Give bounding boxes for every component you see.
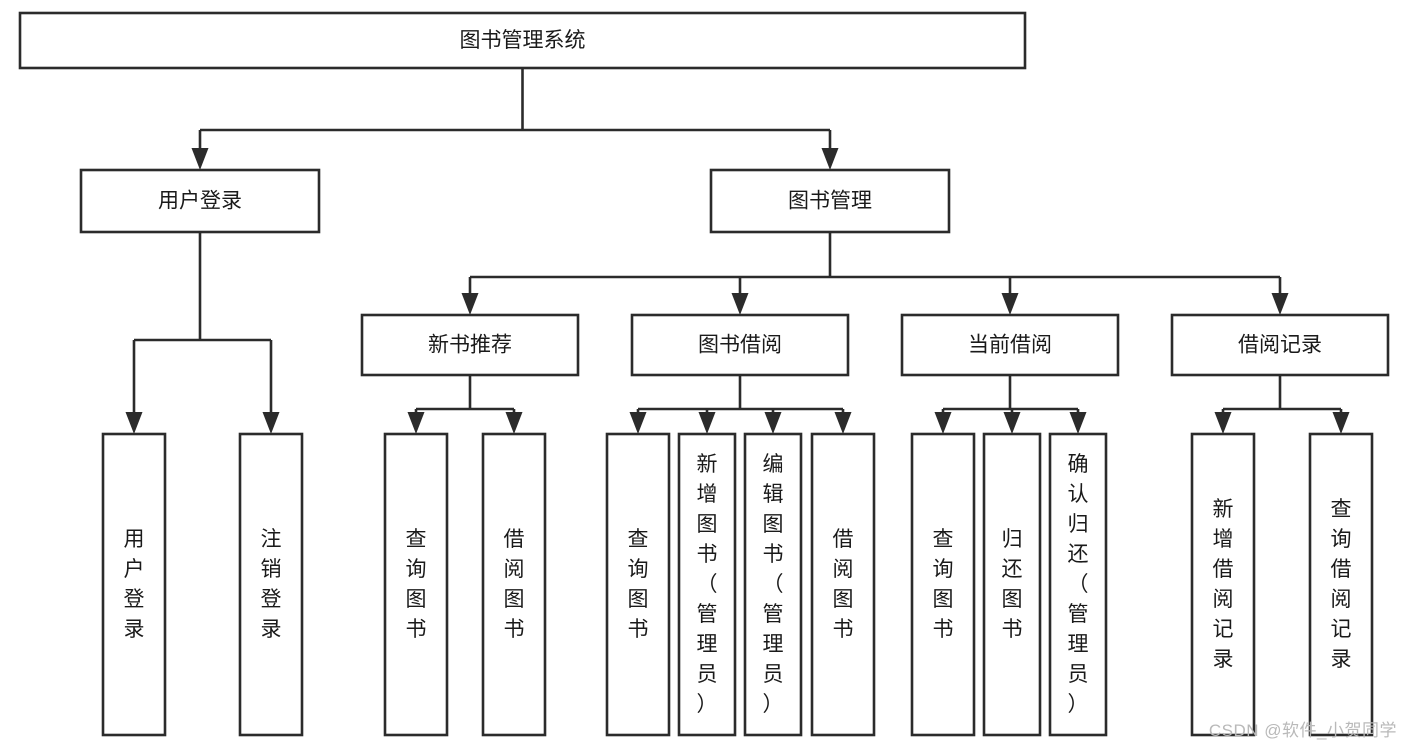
node-box — [383, 432, 449, 737]
node-label: 新书推荐 — [428, 334, 512, 357]
node-label: 新增图书（管理员） — [697, 453, 718, 716]
node-label: 当前借阅 — [968, 334, 1052, 357]
node-label: 借阅记录 — [1238, 334, 1322, 357]
arrow-head-icon — [125, 412, 143, 434]
arrow-head-icon — [505, 412, 523, 434]
node-box — [1190, 432, 1256, 737]
arrow-head-icon — [1214, 412, 1232, 434]
node-new-book-rec[interactable]: 新书推荐 — [360, 313, 580, 377]
node-label: 新增借阅记录 — [1213, 498, 1234, 671]
arrow-head-icon — [698, 412, 716, 434]
arrow-head-icon — [834, 412, 852, 434]
arrow-head-icon — [731, 293, 749, 315]
node-box — [481, 432, 547, 737]
arrow-head-icon — [1271, 293, 1289, 315]
node-leaf-edit-book[interactable]: 编辑图书（管理员） — [743, 432, 803, 737]
node-leaf-user-login[interactable]: 用户登录 — [101, 432, 167, 737]
node-label: 编辑图书（管理员） — [763, 453, 784, 716]
node-leaf-return-book[interactable]: 归还图书 — [982, 432, 1042, 737]
node-leaf-query-book-c[interactable]: 查询图书 — [910, 432, 976, 737]
node-box — [101, 432, 167, 737]
node-box — [982, 432, 1042, 737]
node-box — [743, 432, 803, 737]
node-box — [900, 313, 1120, 377]
node-label: 查询图书 — [628, 528, 649, 641]
node-label: 确认归还（管理员） — [1068, 453, 1089, 716]
node-borrow-record[interactable]: 借阅记录 — [1170, 313, 1390, 377]
node-leaf-query-record[interactable]: 查询借阅记录 — [1308, 432, 1374, 737]
node-leaf-query-book-a[interactable]: 查询图书 — [383, 432, 449, 737]
node-box — [605, 432, 671, 737]
node-label: 图书管理系统 — [460, 29, 586, 52]
node-box — [1048, 432, 1108, 737]
arrow-head-icon — [461, 293, 479, 315]
node-box — [1170, 313, 1390, 377]
arrow-head-icon — [821, 148, 839, 170]
node-book-manage[interactable]: 图书管理 — [709, 168, 951, 234]
arrow-head-icon — [764, 412, 782, 434]
node-leaf-user-logout[interactable]: 注销登录 — [238, 432, 304, 737]
node-label: 查询借阅记录 — [1331, 498, 1352, 671]
node-box — [810, 432, 876, 737]
node-box — [630, 313, 850, 377]
node-root[interactable]: 图书管理系统 — [18, 11, 1027, 70]
node-leaf-confirm-return[interactable]: 确认归还（管理员） — [1048, 432, 1108, 737]
node-label: 借阅图书 — [504, 528, 525, 641]
node-leaf-borrow-book-b[interactable]: 借阅图书 — [810, 432, 876, 737]
node-box — [360, 313, 580, 377]
node-leaf-add-book[interactable]: 新增图书（管理员） — [677, 432, 737, 737]
node-label: 注销登录 — [261, 528, 282, 641]
watermark-label: CSDN @软件_小贺同学 — [1208, 721, 1397, 740]
node-box — [79, 168, 321, 234]
node-label: 图书管理 — [788, 190, 872, 213]
node-label: 借阅图书 — [833, 528, 854, 641]
node-box — [677, 432, 737, 737]
arrow-head-icon — [191, 148, 209, 170]
arrow-head-icon — [629, 412, 647, 434]
node-current-borrow[interactable]: 当前借阅 — [900, 313, 1120, 377]
node-label: 查询图书 — [933, 528, 954, 641]
node-label: 归还图书 — [1002, 528, 1023, 641]
node-layer: 图书管理系统用户登录图书管理新书推荐图书借阅当前借阅借阅记录用户登录注销登录查询… — [18, 11, 1390, 737]
node-box — [1308, 432, 1374, 737]
node-label: 查询图书 — [406, 528, 427, 641]
node-box — [709, 168, 951, 234]
arrow-head-icon — [934, 412, 952, 434]
arrow-head-icon — [1069, 412, 1087, 434]
node-label: 用户登录 — [124, 528, 145, 641]
node-leaf-query-book-b[interactable]: 查询图书 — [605, 432, 671, 737]
arrow-head-icon — [262, 412, 280, 434]
node-book-borrow[interactable]: 图书借阅 — [630, 313, 850, 377]
node-label: 用户登录 — [158, 190, 242, 213]
arrow-head-icon — [407, 412, 425, 434]
node-box — [910, 432, 976, 737]
node-label: 图书借阅 — [698, 334, 782, 357]
node-leaf-add-record[interactable]: 新增借阅记录 — [1190, 432, 1256, 737]
node-user-login[interactable]: 用户登录 — [79, 168, 321, 234]
node-box — [238, 432, 304, 737]
node-box — [18, 11, 1027, 70]
arrow-head-icon — [1001, 293, 1019, 315]
connector-layer — [125, 68, 1350, 434]
node-leaf-borrow-book-a[interactable]: 借阅图书 — [481, 432, 547, 737]
arrow-head-icon — [1332, 412, 1350, 434]
arrow-head-icon — [1003, 412, 1021, 434]
